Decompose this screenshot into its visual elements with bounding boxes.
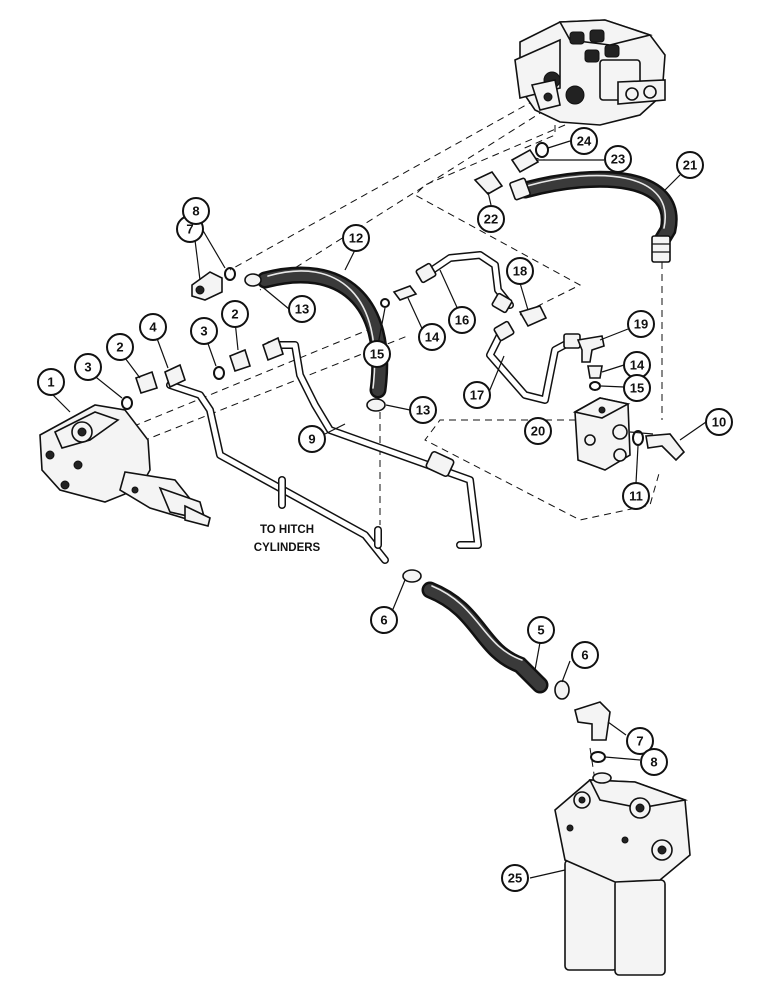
callout-21: 21 [676,151,704,179]
fittings [121,142,686,763]
callout-23: 23 [604,145,632,173]
hose-12 [256,266,389,399]
svg-text:5: 5 [537,623,544,638]
callout-18: 18 [506,257,534,285]
callout-12: 12 [342,224,370,252]
callout-25: 25 [501,864,529,892]
callout-11: 11 [622,482,650,510]
svg-text:4: 4 [149,320,157,335]
svg-text:12: 12 [349,231,363,246]
callout-15: 15 [363,340,391,368]
callout-14: 14 [418,323,446,351]
svg-text:19: 19 [634,317,648,332]
svg-text:17: 17 [470,388,484,403]
callout-6: 6 [571,641,599,669]
svg-text:21: 21 [683,158,697,173]
callout-9: 9 [298,425,326,453]
callout-19: 19 [627,310,655,338]
dashed-guide-lines [99,99,663,801]
callout-10: 10 [705,408,733,436]
svg-text:2: 2 [116,340,123,355]
svg-text:20: 20 [531,424,545,439]
tube-9 [166,341,482,564]
callouts: 1 2 3 4 3 2 5 6 6 7 8 7 8 9 10 11 12 13 … [37,127,733,892]
svg-text:25: 25 [508,871,522,886]
hose-5 [421,581,549,694]
svg-text:15: 15 [370,347,384,362]
callout-4: 4 [139,313,167,341]
svg-text:22: 22 [484,212,498,227]
callout-20: 20 [524,417,552,445]
callout-8: 8 [182,197,210,225]
tube-17 [486,320,581,404]
svg-text:6: 6 [581,648,588,663]
callout-3: 3 [74,353,102,381]
callout-6: 6 [370,606,398,634]
callout-1: 1 [37,368,65,396]
svg-text:8: 8 [192,204,199,219]
filter-assembly [554,772,691,976]
callout-16: 16 [448,306,476,334]
svg-text:3: 3 [84,360,91,375]
callout-3: 3 [190,317,218,345]
svg-text:14: 14 [425,330,440,345]
callout-15: 15 [623,374,651,402]
hose-21 [509,170,678,263]
svg-text:7: 7 [636,734,643,749]
svg-text:2: 2 [231,307,238,322]
svg-text:23: 23 [611,152,625,167]
note-line-1: TO HITCH [260,524,314,536]
svg-text:13: 13 [295,302,309,317]
svg-text:10: 10 [712,415,726,430]
svg-text:14: 14 [630,358,645,373]
callout-14: 14 [623,351,651,379]
valve-block-20 [572,397,631,471]
svg-text:18: 18 [513,264,527,279]
hitch-control-valve [39,404,211,527]
hitch-cylinders-note: TO HITCH CYLINDERS [254,524,321,554]
callout-8: 8 [640,748,668,776]
callout-2: 2 [106,333,134,361]
svg-text:11: 11 [629,489,643,504]
callout-22: 22 [477,205,505,233]
svg-text:3: 3 [200,324,207,339]
note-line-2: CYLINDERS [254,542,321,554]
svg-text:13: 13 [416,403,430,418]
svg-text:8: 8 [650,755,657,770]
callout-17: 17 [463,381,491,409]
svg-text:16: 16 [455,313,469,328]
callout-24: 24 [570,127,598,155]
svg-text:15: 15 [630,381,644,396]
svg-text:24: 24 [577,134,592,149]
svg-text:1: 1 [47,375,54,390]
callout-2: 2 [221,300,249,328]
tube-16 [415,251,514,314]
svg-text:6: 6 [380,613,387,628]
callout-5: 5 [527,616,555,644]
callout-13: 13 [288,295,316,323]
control-valve-assembly [514,19,666,126]
svg-text:7: 7 [186,222,193,237]
callout-13: 13 [409,396,437,424]
leader-lines [51,140,707,879]
svg-text:9: 9 [308,432,315,447]
callout-7: 7 [626,727,654,755]
